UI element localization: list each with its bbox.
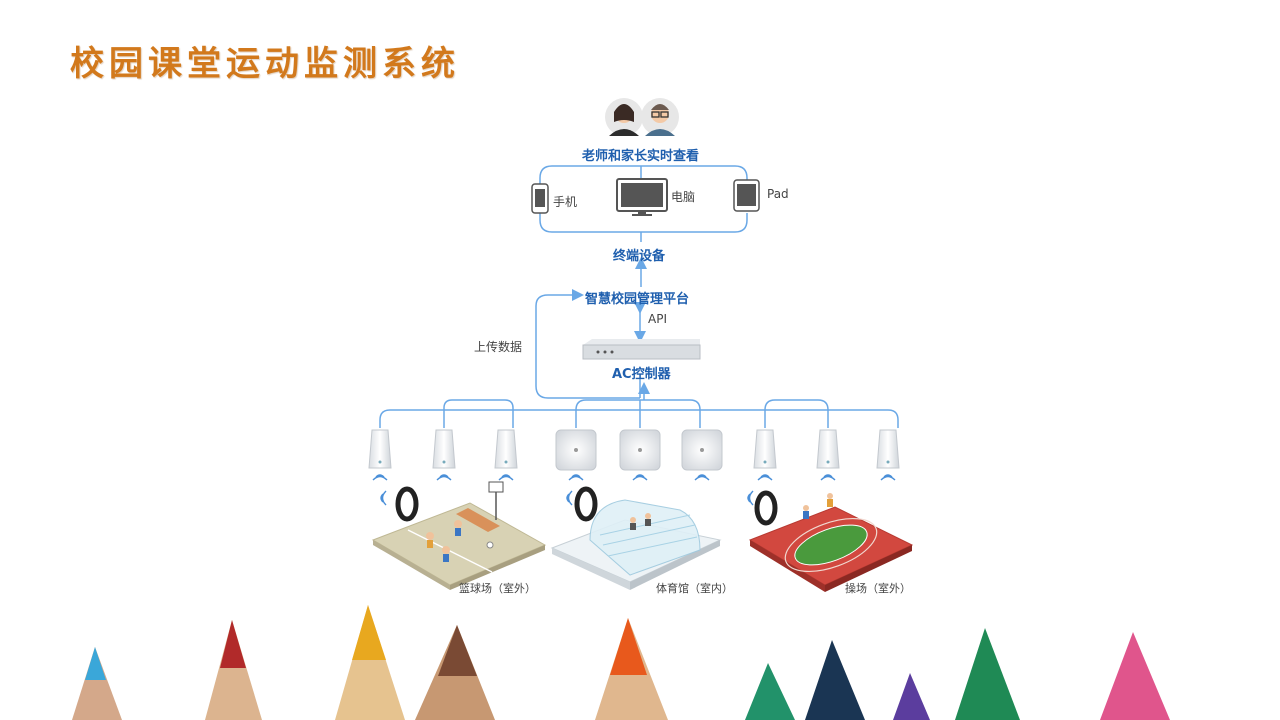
venue-label-gym: 体育馆（室内） (656, 582, 733, 595)
crayon-decoration (72, 605, 1170, 720)
ap-distribution-lines (379, 399, 899, 428)
wristband-icon-2 (566, 486, 598, 522)
playground-illustration (748, 493, 914, 592)
api-label: API (648, 312, 667, 326)
access-point-disc-1 (555, 429, 597, 481)
tablet-icon (733, 179, 760, 212)
platform-label: 智慧校园管理平台 (585, 292, 690, 307)
parent-avatar (641, 98, 679, 136)
venue-label-basketball: 篮球场（室外） (459, 582, 536, 595)
upload-data-label: 上传数据 (474, 340, 523, 354)
access-point-tower-3 (494, 429, 518, 481)
access-point-tower-2 (432, 429, 456, 481)
venue-label-playground: 操场（室外） (845, 582, 911, 595)
ac-controller-device (582, 339, 701, 360)
access-point-disc-3 (681, 429, 723, 481)
access-point-tower-5 (816, 429, 840, 481)
upload-data-path (535, 289, 640, 399)
wristband-icon-3 (747, 490, 778, 526)
phone-icon (531, 183, 549, 214)
access-point-tower-1 (368, 429, 392, 481)
gymnasium-illustration (550, 499, 722, 590)
basketball-court-illustration (371, 481, 547, 590)
slide-title: 校园课堂运动监测系统 (70, 44, 460, 84)
device-label-pad: Pad (767, 187, 789, 201)
access-point-disc-2 (619, 429, 661, 481)
ac-controller-label: AC控制器 (612, 367, 671, 382)
device-label-computer: 电脑 (671, 190, 696, 204)
computer-icon (616, 178, 668, 216)
access-point-tower-6 (876, 429, 900, 481)
device-bracket (539, 165, 748, 242)
device-label-phone: 手机 (553, 195, 578, 209)
terminal-devices-label: 终端设备 (613, 249, 666, 264)
teacher-avatar (605, 98, 643, 136)
wristband-icon-1 (380, 486, 419, 522)
access-point-tower-4 (753, 429, 777, 481)
viewers-label: 老师和家长实时查看 (582, 149, 700, 164)
